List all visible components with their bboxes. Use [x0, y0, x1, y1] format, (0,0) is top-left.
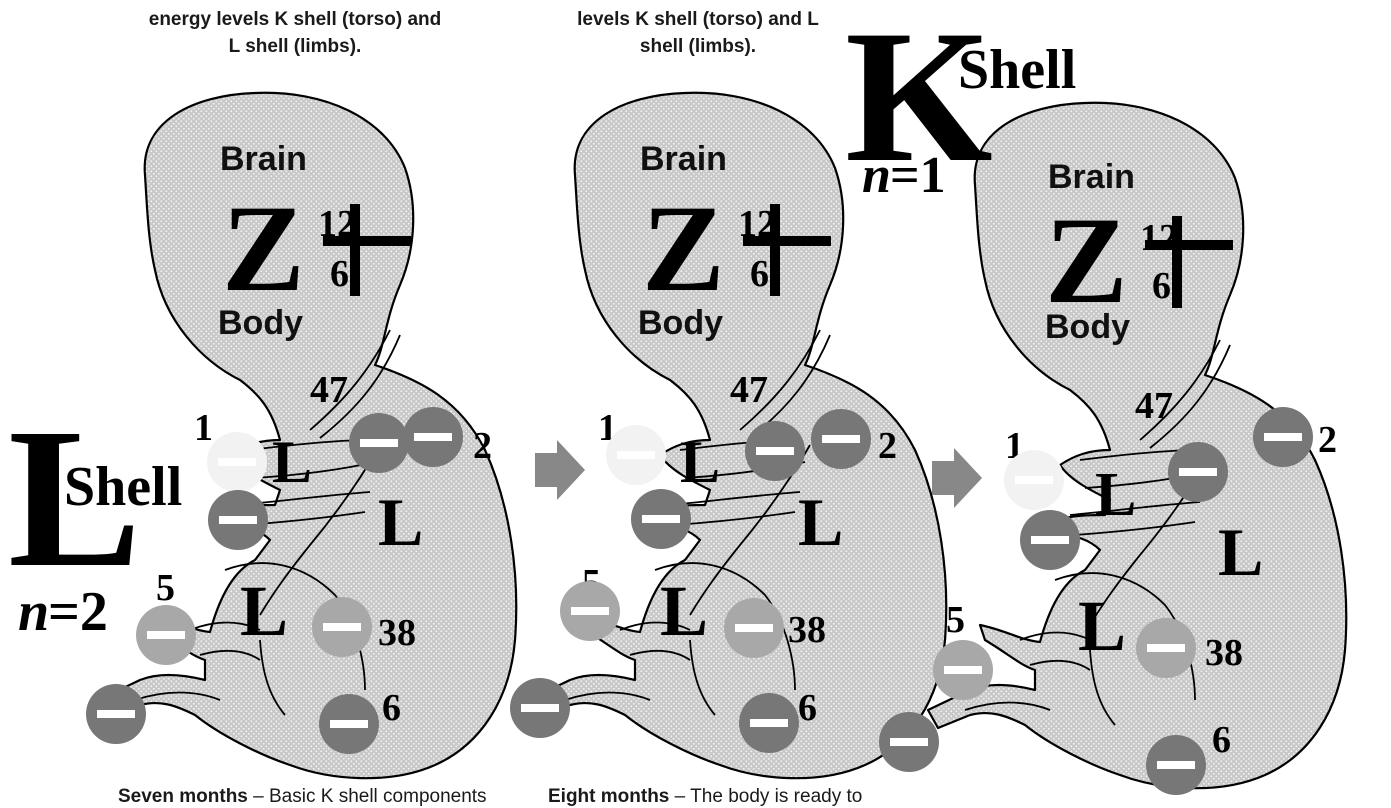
electron	[631, 489, 691, 549]
nucleus-symbol: Z	[222, 180, 305, 317]
electron	[739, 693, 799, 753]
electron	[745, 421, 805, 481]
electron-number: 6	[1212, 719, 1231, 761]
k-shell-n-value: =1	[890, 147, 946, 204]
electron-number: 47	[730, 369, 768, 411]
minus-sign-icon	[1031, 536, 1069, 544]
minus-sign-icon	[944, 666, 982, 674]
shell-letter: L	[660, 571, 708, 651]
electron	[1253, 407, 1313, 467]
electron	[811, 409, 871, 469]
electron-number: 38	[1205, 632, 1243, 674]
minus-sign-icon	[330, 720, 368, 728]
minus-sign-icon	[822, 435, 860, 443]
shell-letter: L	[798, 484, 843, 560]
minus-sign-icon	[521, 704, 559, 712]
footer-left: Seven months – Basic K shell components	[118, 786, 487, 808]
electron	[1004, 450, 1064, 510]
minus-sign-icon	[642, 515, 680, 523]
minus-sign-icon	[890, 738, 928, 746]
minus-sign-icon	[147, 631, 185, 639]
minus-sign-icon	[1147, 644, 1185, 652]
electron	[403, 407, 463, 467]
minus-sign-icon	[218, 458, 256, 466]
electron	[349, 413, 409, 473]
brain-label: Brain	[640, 140, 727, 178]
l-shell-n: n	[18, 581, 49, 643]
minus-sign-icon	[219, 516, 257, 524]
body-label: Body	[218, 304, 303, 342]
footer-right: Eight months – The body is ready to	[548, 786, 862, 808]
electron	[879, 712, 939, 772]
shell-letter: L	[680, 429, 720, 495]
electron	[933, 640, 993, 700]
electron	[560, 581, 620, 641]
electron	[1168, 442, 1228, 502]
electron-number: 6	[382, 687, 401, 729]
electron-number: 38	[788, 609, 826, 651]
minus-sign-icon	[571, 607, 609, 615]
atomic-number: 6	[1152, 265, 1171, 307]
shell-letter: L	[240, 571, 288, 651]
l-shell-word: Shell	[64, 456, 182, 518]
minus-sign-icon	[735, 624, 773, 632]
shell-letter: L	[272, 429, 312, 495]
minus-sign-icon	[617, 451, 655, 459]
brain-label: Brain	[1048, 158, 1135, 196]
electron-number: 2	[473, 425, 492, 467]
electron-number: 47	[1135, 385, 1173, 427]
electron	[86, 684, 146, 744]
right-arrow-icon	[932, 448, 982, 508]
electron	[312, 597, 372, 657]
electron-number: 6	[798, 687, 817, 729]
atomic-number: 6	[330, 253, 349, 295]
right-arrow-icon	[535, 440, 585, 500]
minus-sign-icon	[97, 710, 135, 718]
shell-letter: L	[1095, 461, 1136, 529]
minus-sign-icon	[1264, 433, 1302, 441]
electron	[207, 432, 267, 492]
minus-sign-icon	[1179, 468, 1217, 476]
electron-number: 5	[946, 599, 965, 641]
shell-letter: L	[378, 484, 423, 560]
minus-sign-icon	[750, 719, 788, 727]
body-label: Body	[1045, 308, 1130, 346]
electron	[208, 490, 268, 550]
body-label: Body	[638, 304, 723, 342]
electron	[1020, 510, 1080, 570]
minus-sign-icon	[323, 623, 361, 631]
minus-sign-icon	[414, 433, 452, 441]
nucleus-symbol: Z	[642, 180, 725, 317]
atomic-number: 6	[750, 253, 769, 295]
l-shell-n-value: =2	[48, 581, 108, 643]
minus-sign-icon	[756, 447, 794, 455]
electron-number: 1	[194, 407, 213, 449]
minus-sign-icon	[1015, 476, 1053, 484]
electron-number: 47	[310, 369, 348, 411]
electron	[724, 598, 784, 658]
electron-number: 2	[1318, 419, 1337, 461]
minus-sign-icon	[360, 439, 398, 447]
electron	[319, 694, 379, 754]
k-shell-word: Shell	[958, 39, 1076, 101]
electron-number: 5	[156, 567, 175, 609]
k-shell-n: n	[862, 147, 891, 204]
electron	[1136, 618, 1196, 678]
electron	[606, 425, 666, 485]
brain-label: Brain	[220, 140, 307, 178]
electron	[510, 678, 570, 738]
electron-number: 2	[878, 425, 897, 467]
electron	[136, 605, 196, 665]
shell-letter: L	[1078, 586, 1126, 666]
electron-number: 38	[378, 612, 416, 654]
electron	[1146, 735, 1206, 795]
minus-sign-icon	[1157, 761, 1195, 769]
shell-letter: L	[1218, 514, 1263, 590]
